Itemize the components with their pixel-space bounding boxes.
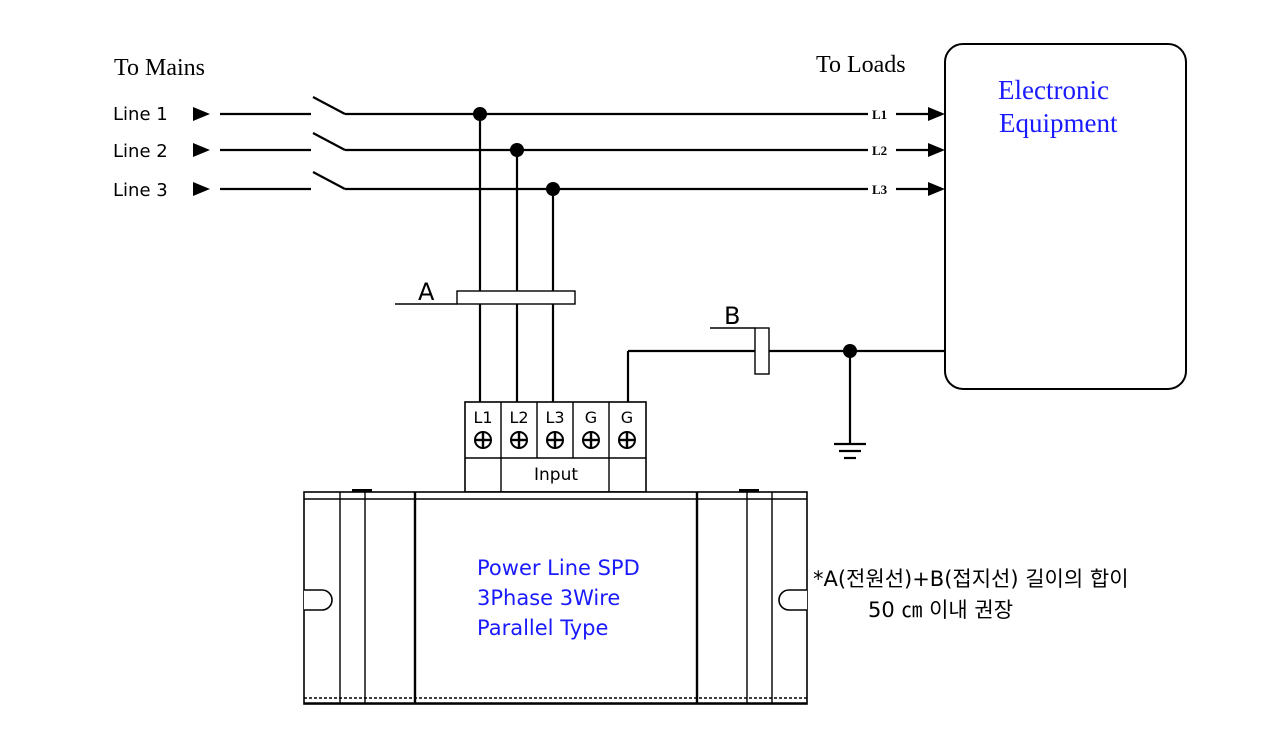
line-3-conductor <box>220 171 945 196</box>
line-1-conductor <box>220 96 945 121</box>
mains-line-1-label: Line 1 <box>113 104 168 125</box>
junction-dot-ground <box>843 344 857 358</box>
terminal-g2-screw-icon <box>618 431 636 449</box>
electronic-equipment-box <box>944 43 1187 390</box>
mains-line-1-arrow <box>193 107 210 121</box>
measure-b-marker <box>710 327 770 375</box>
terminal-g1-label: G <box>585 408 597 427</box>
terminal-g2-label: G <box>621 408 633 427</box>
terminal-l3-label: L3 <box>545 408 564 427</box>
measure-a-marker <box>395 290 576 305</box>
junction-dot-l3 <box>546 182 560 196</box>
mains-line-2-label: Line 2 <box>113 141 168 162</box>
junction-dot-l1 <box>473 107 487 121</box>
junction-dot-l2 <box>510 143 524 157</box>
spd-label-line-3: Parallel Type <box>477 616 608 640</box>
measure-b-label: B <box>724 302 740 330</box>
spd-label-line-1: Power Line SPD <box>477 556 640 580</box>
spd-drop-wires <box>478 114 555 402</box>
measure-a-label: A <box>418 278 435 306</box>
terminal-l1-label: L1 <box>473 408 492 427</box>
spd-label-line-2: 3Phase 3Wire <box>477 586 620 610</box>
load-l3-label: L3 <box>872 182 888 197</box>
terminal-l2-screw-icon <box>510 431 528 449</box>
terminal-l1-screw-icon <box>474 431 492 449</box>
load-l2-label: L2 <box>872 143 887 158</box>
earth-ground-icon <box>834 442 866 460</box>
terminal-g1-screw-icon <box>582 431 600 449</box>
load-l1-label: L1 <box>872 107 887 122</box>
terminal-l2-label: L2 <box>509 408 528 427</box>
mains-line-3-label: Line 3 <box>113 180 168 201</box>
to-loads-header: To Loads <box>816 52 906 78</box>
mains-line-2-arrow <box>193 143 210 157</box>
to-mains-header: To Mains <box>114 55 205 81</box>
equipment-label-line-2: Equipment <box>999 108 1118 138</box>
equipment-label-line-1: Electronic <box>998 75 1109 105</box>
terminal-l3-screw-icon <box>546 431 564 449</box>
line-2-conductor <box>220 132 945 157</box>
ground-wire <box>626 349 945 444</box>
spd-enclosure <box>303 489 808 705</box>
right-mounting-slot-icon <box>778 589 807 611</box>
mains-line-3-arrow <box>193 182 210 196</box>
terminal-input-label: Input <box>534 465 578 485</box>
note-line-1: *A(전원선)+B(접지선) 길이의 합이 <box>813 567 1129 591</box>
left-mounting-slot-icon <box>304 589 333 611</box>
note-line-2: 50 ㎝ 이내 권장 <box>868 598 1013 622</box>
